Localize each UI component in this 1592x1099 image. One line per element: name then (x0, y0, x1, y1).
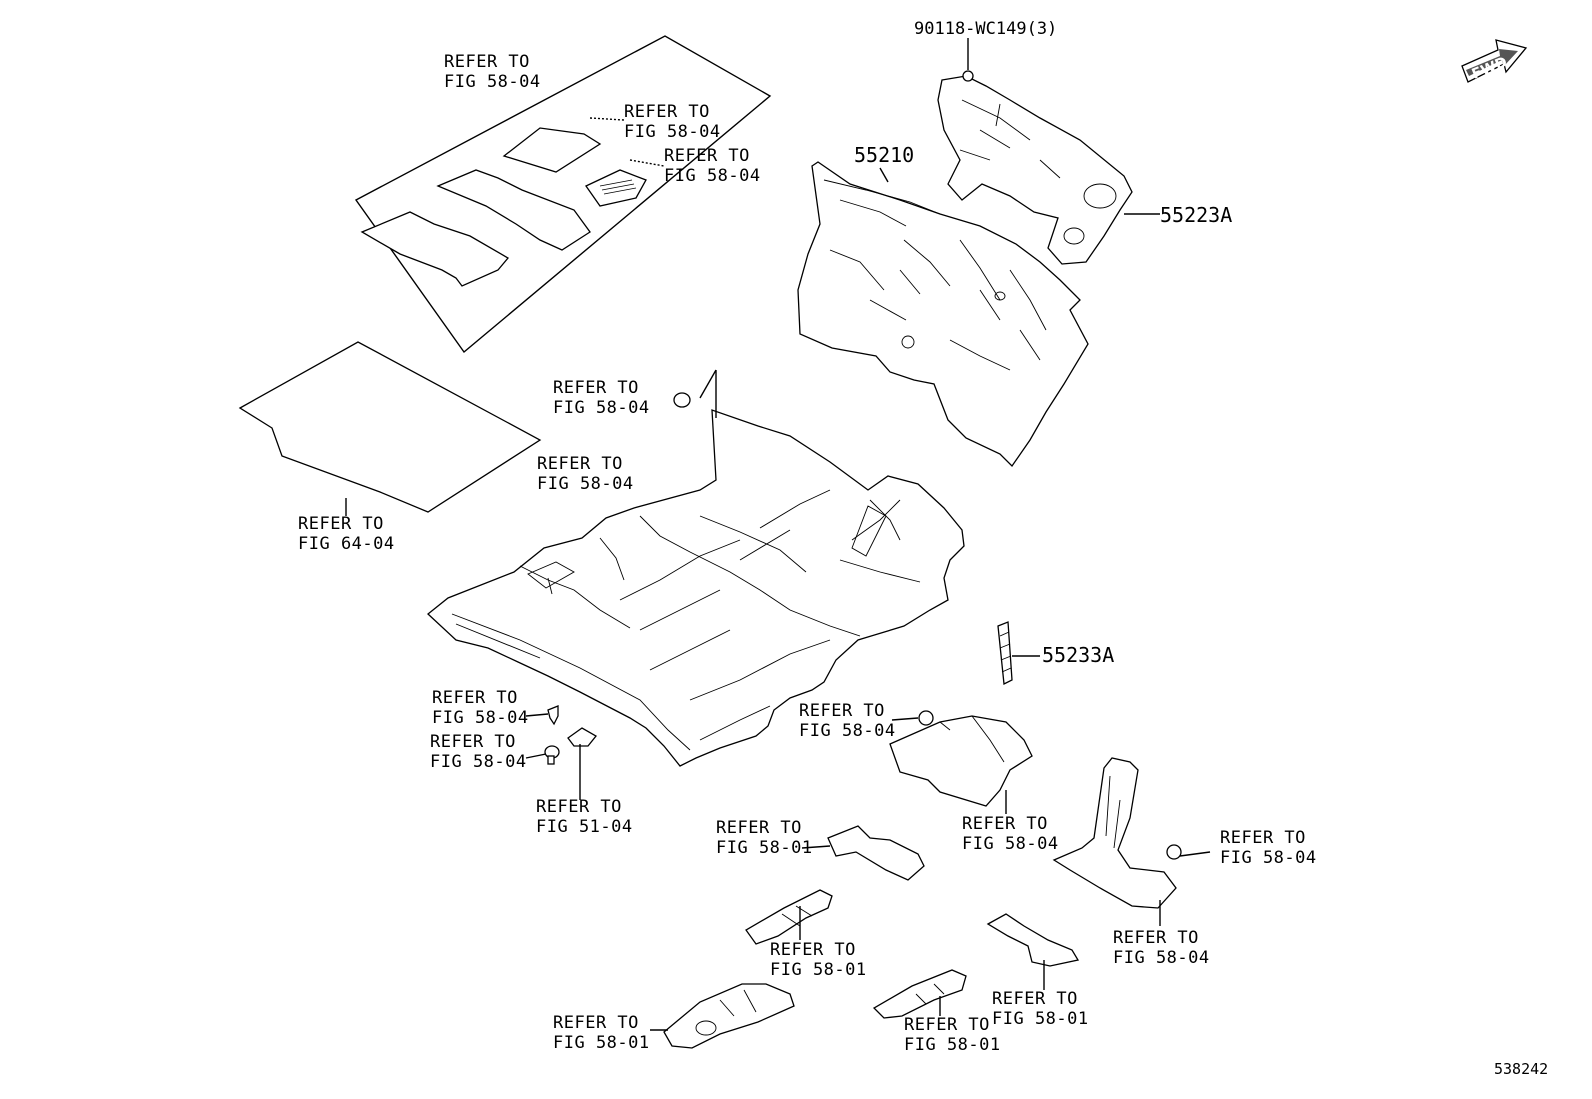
dash-insulator (797, 161, 1089, 468)
part-number-55210: 55210 (854, 143, 915, 167)
side-silencer (889, 715, 1033, 807)
dash-silencer-upper (937, 70, 1133, 265)
part-number-55223a: 55223A (1160, 203, 1233, 227)
part-number-55233a: 55233A (1042, 643, 1115, 667)
trunk-mat (238, 341, 542, 516)
floor-carpet (427, 409, 965, 767)
floor-pads (663, 825, 1080, 1049)
diagram-code: 538242 (1494, 1060, 1549, 1078)
part-number-90118: 90118-WC149(3) (914, 19, 1058, 39)
fwd-arrow-icon: FWD (1461, 39, 1528, 83)
floor-mat-set-box (354, 35, 772, 354)
clip-fasteners (544, 705, 1182, 860)
insulator-pad (997, 621, 1013, 686)
rear-silencer (1052, 757, 1177, 909)
